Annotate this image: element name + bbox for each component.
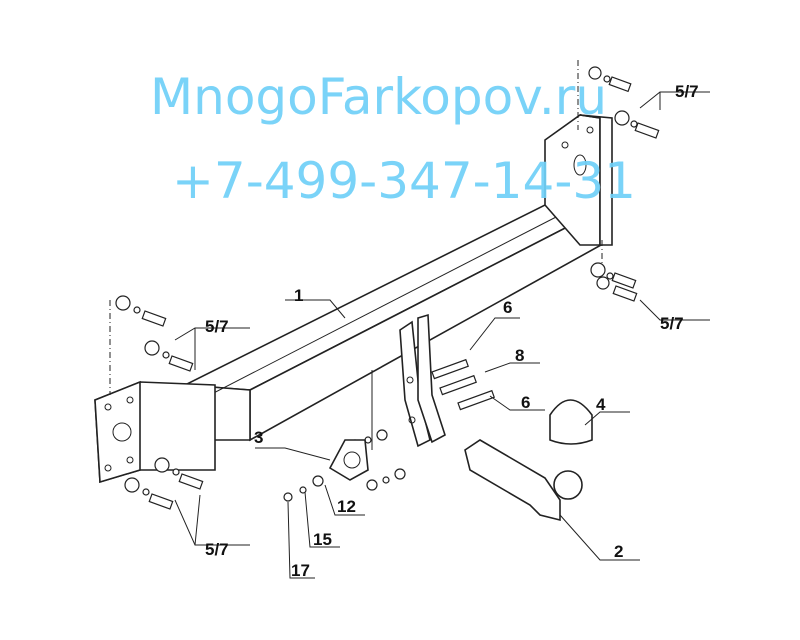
callout-4: 4 <box>596 395 606 414</box>
callout-6-lower: 6 <box>521 393 531 412</box>
left-bracket <box>94 380 216 484</box>
callout-5-7-top-right: 5/7 <box>675 82 699 101</box>
callout-17: 17 <box>291 561 310 580</box>
callout-8: 8 <box>515 346 525 365</box>
callout-15: 15 <box>313 530 332 549</box>
right-bracket <box>544 114 613 246</box>
main-beam <box>182 203 611 442</box>
callout-1: 1 <box>294 286 304 305</box>
leader-lines <box>174 91 710 579</box>
callout-5-7-left-bottom: 5/7 <box>205 540 229 559</box>
bolts <box>115 66 660 510</box>
socket-plate <box>328 439 369 481</box>
watermark-site: MnogoFarkopov.ru <box>150 68 608 126</box>
callout-5-7-left-top: 5/7 <box>205 317 229 336</box>
watermark-phone: +7-499-347-14-31 <box>172 152 636 210</box>
callout-5-7-right: 5/7 <box>660 314 684 333</box>
callout-6-upper: 6 <box>503 298 513 317</box>
callout-3: 3 <box>254 428 264 447</box>
ball-cap <box>549 399 593 445</box>
callout-12: 12 <box>337 497 356 516</box>
center-plate <box>399 313 446 448</box>
callout-2: 2 <box>614 542 624 561</box>
ball-mount <box>464 439 583 522</box>
